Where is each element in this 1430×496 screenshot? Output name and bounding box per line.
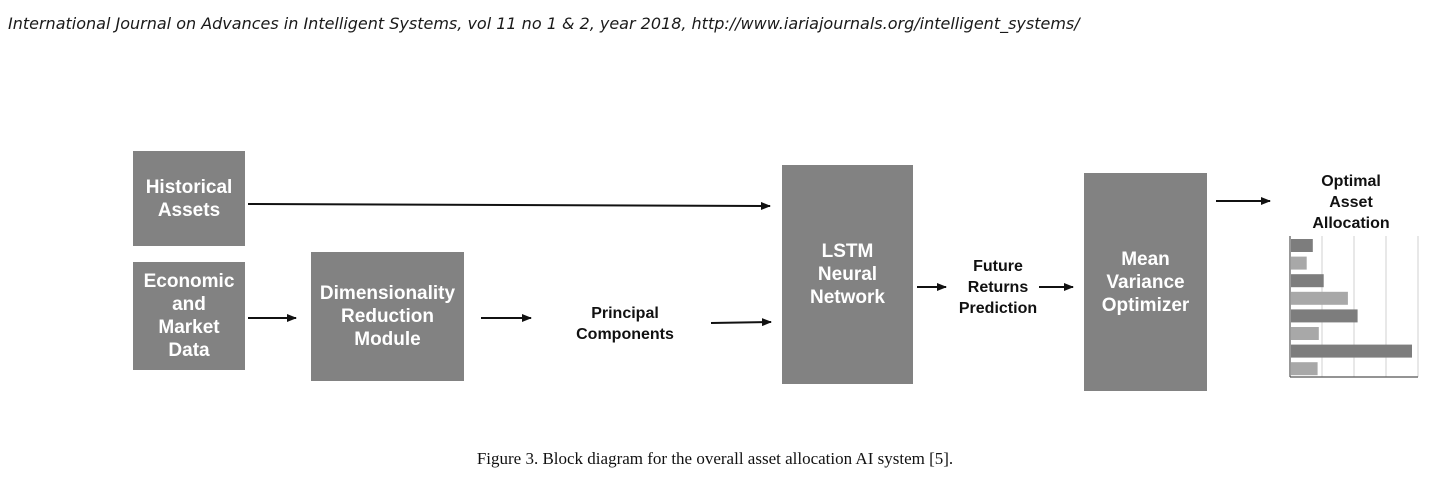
figure-caption: Figure 3. Block diagram for the overall … — [476, 449, 954, 468]
allocation-bar — [1291, 274, 1324, 288]
journal-citation-header: International Journal on Advances in Int… — [8, 14, 1080, 33]
dimensionality-reduction-label: Dimensionality Reduction Module — [319, 283, 456, 350]
allocation-bar — [1291, 309, 1358, 323]
historical-assets-block: Historical Assets — [133, 151, 245, 246]
allocation-bar — [1291, 291, 1348, 305]
allocation-bar — [1291, 362, 1318, 376]
future-returns-prediction-label: Future Returns Prediction — [958, 258, 1038, 317]
allocation-bar — [1291, 256, 1307, 270]
economic-market-data-block: Economic and Market Data — [133, 262, 245, 370]
mean-variance-optimizer-label: Mean Variance Optimizer — [1101, 248, 1190, 316]
dimensionality-reduction-block: Dimensionality Reduction Module — [311, 252, 464, 381]
arrow-components-to-lstm — [710, 318, 772, 327]
allocation-bar — [1291, 239, 1313, 252]
economic-market-data-label: Economic and Market Data — [143, 271, 235, 361]
allocation-bar-chart — [1289, 236, 1419, 378]
historical-assets-label: Historical Assets — [145, 176, 233, 221]
optimal-asset-allocation-title: Optimal Asset Allocation — [1312, 173, 1390, 232]
lstm-neural-network-block: LSTM Neural Network — [782, 165, 913, 384]
mean-variance-optimizer-block: Mean Variance Optimizer — [1084, 173, 1207, 391]
principal-components-label: Principal Components — [576, 305, 674, 343]
allocation-bar — [1291, 327, 1319, 340]
lstm-neural-network-label: LSTM Neural Network — [810, 241, 885, 308]
arrow-historical-to-lstm — [247, 201, 771, 210]
allocation-bar — [1291, 344, 1412, 358]
